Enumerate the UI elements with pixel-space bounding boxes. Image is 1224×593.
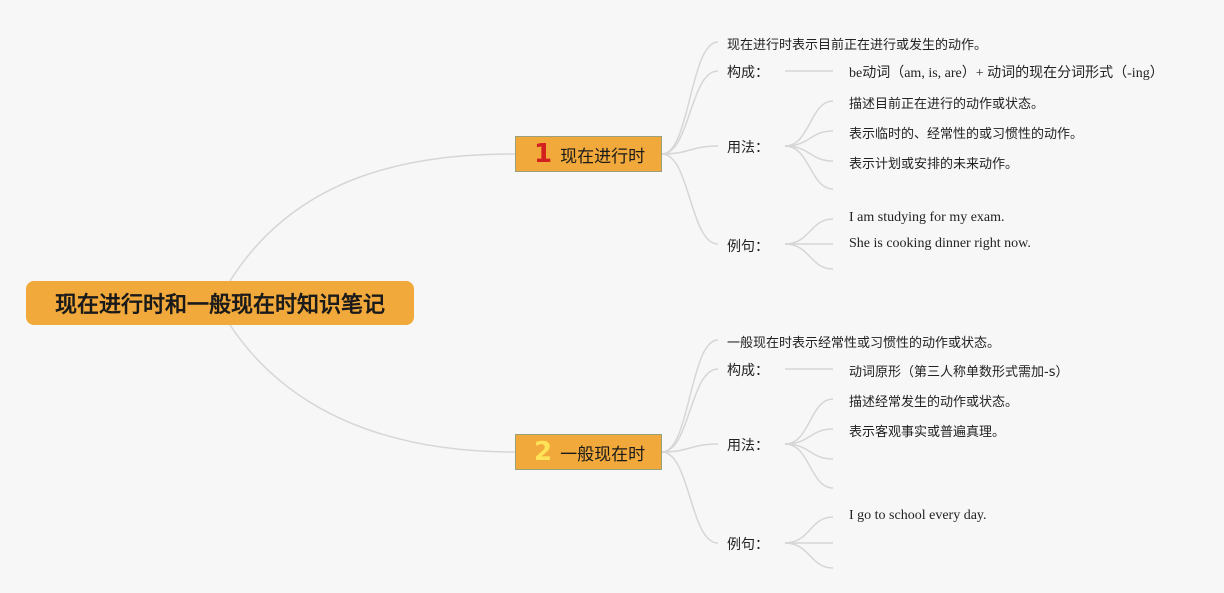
number-1-icon: 1 bbox=[534, 139, 553, 169]
b1-usage-3[interactable]: 表示计划或安排的未来动作。 bbox=[849, 157, 1019, 172]
b1-example-1[interactable]: I am studying for my exam. bbox=[849, 210, 1005, 225]
branch-simple-present[interactable]: 2 一般现在时 bbox=[515, 434, 662, 470]
branch-present-continuous[interactable]: 1 现在进行时 bbox=[515, 136, 662, 172]
connector-b2-example-1 bbox=[784, 516, 834, 544]
b2-definition[interactable]: 一般现在时表示经常性或习惯性的动作或状态。 bbox=[727, 336, 1001, 351]
connector-root-branch-2 bbox=[229, 324, 516, 453]
connector-b2-usage-3 bbox=[784, 443, 834, 460]
b2-structure-label[interactable]: 构成： bbox=[727, 363, 769, 379]
connector-b2-usage bbox=[661, 443, 719, 453]
connector-b1-structure bbox=[661, 70, 719, 155]
connector-b1-usage-3 bbox=[784, 145, 834, 162]
b2-usage-1[interactable]: 描述经常发生的动作或状态。 bbox=[849, 395, 1019, 410]
number-2-icon: 2 bbox=[534, 437, 553, 467]
b2-structure[interactable]: 动词原形（第三人称单数形式需加-s） bbox=[849, 365, 1069, 380]
connector-b2-usage-4 bbox=[784, 443, 834, 489]
connector-root-branch-1 bbox=[229, 153, 516, 282]
branch-title: 一般现在时 bbox=[560, 444, 646, 465]
b1-example-label[interactable]: 例句： bbox=[727, 239, 769, 255]
b1-usage-label[interactable]: 用法： bbox=[727, 140, 769, 156]
root-topic[interactable]: 现在进行时和一般现在时知识笔记 bbox=[26, 281, 414, 325]
b2-usage-label[interactable]: 用法： bbox=[727, 438, 769, 454]
connector-b1-example bbox=[661, 153, 719, 245]
b1-definition[interactable]: 现在进行时表示目前正在进行或发生的动作。 bbox=[727, 38, 988, 53]
b1-structure[interactable]: be动词（am, is, are）+ 动词的现在分词形式（-ing） bbox=[849, 66, 1164, 81]
root-topic-title: 现在进行时和一般现在时知识笔记 bbox=[54, 293, 385, 318]
b2-example-label[interactable]: 例句： bbox=[727, 537, 769, 553]
b2-usage-2[interactable]: 表示客观事实或普遍真理。 bbox=[849, 425, 1006, 440]
connector-b1-usage-4 bbox=[784, 145, 834, 190]
b2-example-1[interactable]: I go to school every day. bbox=[849, 508, 987, 523]
connector-b2-example-3 bbox=[784, 542, 834, 569]
connector-b1-example-1 bbox=[784, 218, 834, 245]
branch-title: 现在进行时 bbox=[560, 146, 646, 167]
b1-usage-2[interactable]: 表示临时的、经常性的或习惯性的动作。 bbox=[849, 127, 1084, 142]
b1-structure-label[interactable]: 构成： bbox=[727, 65, 769, 81]
connector-b2-structure bbox=[661, 368, 719, 453]
b1-usage-1[interactable]: 描述目前正在进行的动作或状态。 bbox=[849, 97, 1045, 112]
connector-b2-example bbox=[661, 451, 719, 544]
connector-b1-definition bbox=[661, 41, 719, 155]
connector-b2-usage-1 bbox=[784, 398, 834, 445]
b1-example-2[interactable]: She is cooking dinner right now. bbox=[849, 236, 1031, 251]
connector-b2-definition bbox=[661, 339, 719, 453]
connector-b1-example-3 bbox=[784, 243, 834, 270]
connector-b1-usage-1 bbox=[784, 100, 834, 147]
connector-b1-usage bbox=[661, 145, 719, 155]
